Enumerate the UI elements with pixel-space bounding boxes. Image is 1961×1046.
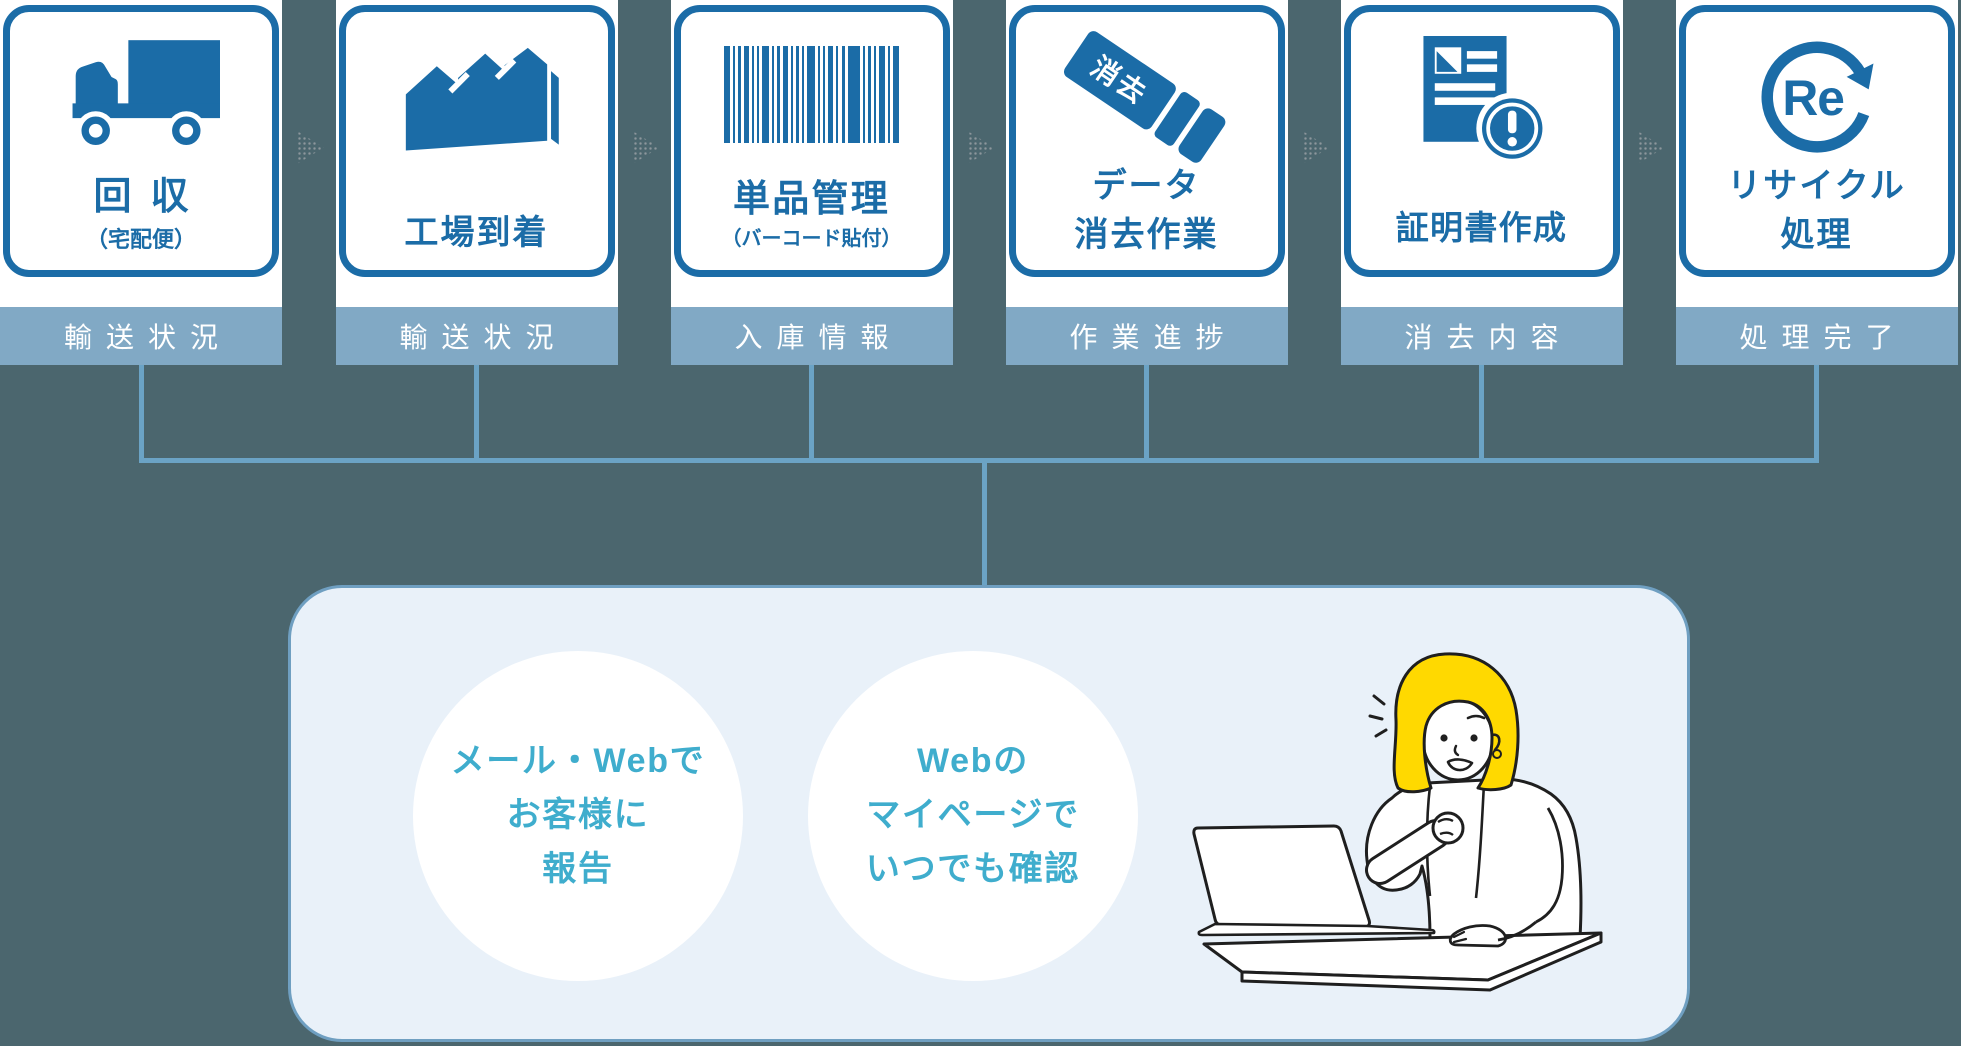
- step-card: 工場到着: [338, 5, 615, 277]
- step-column-barcode: 単品管理 （バーコード貼付） 入庫情報: [670, 0, 953, 365]
- report-bubble: メール・Webで お客様に 報告: [413, 651, 743, 981]
- connector-riser: [809, 365, 814, 458]
- status-band: 処理完了: [1675, 307, 1958, 365]
- truck-icon: [72, 40, 220, 151]
- woman-at-laptop-illustration: [1192, 652, 1603, 992]
- step-title: リサイクル 処理: [1727, 167, 1906, 255]
- certificate-icon: [1422, 36, 1548, 165]
- status-label: 処理完了: [1739, 322, 1908, 353]
- status-band: 輸送状況: [335, 307, 618, 365]
- desk: [1202, 931, 1603, 992]
- ear: [1490, 733, 1501, 752]
- mypage-bubble-text: Webの マイページで いつでも確認: [865, 742, 1081, 888]
- report-bubble-text: メール・Webで お客様に 報告: [450, 742, 706, 888]
- connector-riser: [474, 365, 479, 458]
- status-band: 消去内容: [1340, 307, 1623, 365]
- flow-arrow-icon: [1637, 131, 1665, 164]
- connector-riser: [138, 365, 144, 458]
- step-subtitle: （宅配便）: [85, 227, 196, 252]
- right-arm-line: [1535, 807, 1564, 924]
- recycle-label: Re: [1782, 70, 1844, 126]
- connector-horizontal: [138, 458, 1819, 463]
- connector-drop: [981, 463, 987, 585]
- step-column-certificate: 証明書作成 消去内容: [1340, 0, 1623, 365]
- hair: [1392, 652, 1520, 794]
- earring: [1492, 749, 1502, 759]
- step-column-factory: 工場到着 輸送状況: [335, 0, 618, 365]
- summary-panel: メール・Webで お客様に 報告 Webの マイページで いつでも確認: [288, 585, 1690, 1042]
- status-label: 輸送状況: [399, 322, 568, 353]
- hand: [1448, 924, 1507, 948]
- step-title: 回収: [93, 176, 208, 218]
- step-column-erase: 消去 データ 消去作業 作業進捗: [1005, 0, 1288, 365]
- status-label: 消去内容: [1404, 322, 1573, 353]
- fist: [1431, 811, 1465, 845]
- connector-riser: [1144, 365, 1149, 458]
- step-title: 証明書作成: [1395, 209, 1568, 246]
- step-card: 回収 （宅配便）: [3, 5, 279, 277]
- step-card: 単品管理 （バーコード貼付）: [673, 5, 950, 277]
- status-label: 輸送状況: [63, 322, 232, 353]
- step-title: 工場到着: [404, 214, 549, 252]
- status-band: 作業進捗: [1005, 307, 1288, 365]
- step-column-recycle: Re リサイクル 処理 処理完了: [1675, 0, 1958, 365]
- step-card: 消去 データ 消去作業: [1008, 5, 1285, 277]
- status-label: 入庫情報: [734, 322, 903, 353]
- flow-arrow-icon: [1302, 131, 1330, 164]
- connector-riser: [1479, 365, 1484, 458]
- flow-arrow-icon: [967, 131, 995, 164]
- eraser-icon: 消去: [1063, 31, 1225, 163]
- step-card: Re リサイクル 処理: [1678, 5, 1955, 277]
- recycle-icon: Re: [1761, 41, 1873, 153]
- mypage-bubble: Webの マイページで いつでも確認: [808, 651, 1138, 981]
- connector-riser: [1814, 365, 1819, 458]
- step-title: 単品管理: [733, 178, 890, 219]
- status-band: 入庫情報: [670, 307, 953, 365]
- barcode-icon: [724, 46, 899, 143]
- flow-arrow-icon: [297, 131, 324, 164]
- step-title: データ 消去作業: [1074, 167, 1219, 255]
- sparkle-lines: [1368, 694, 1388, 738]
- laptop: [1192, 824, 1436, 937]
- step-card: 証明書作成: [1343, 5, 1620, 277]
- step-subtitle: （バーコード貼付）: [721, 228, 902, 250]
- step-column-collect: 回収 （宅配便） 輸送状況: [0, 0, 282, 365]
- flow-arrow-icon: [632, 131, 660, 164]
- status-band: 輸送状況: [0, 307, 282, 365]
- factory-icon: [405, 47, 559, 151]
- status-label: 作業進捗: [1069, 322, 1238, 353]
- face-features: [1440, 714, 1502, 772]
